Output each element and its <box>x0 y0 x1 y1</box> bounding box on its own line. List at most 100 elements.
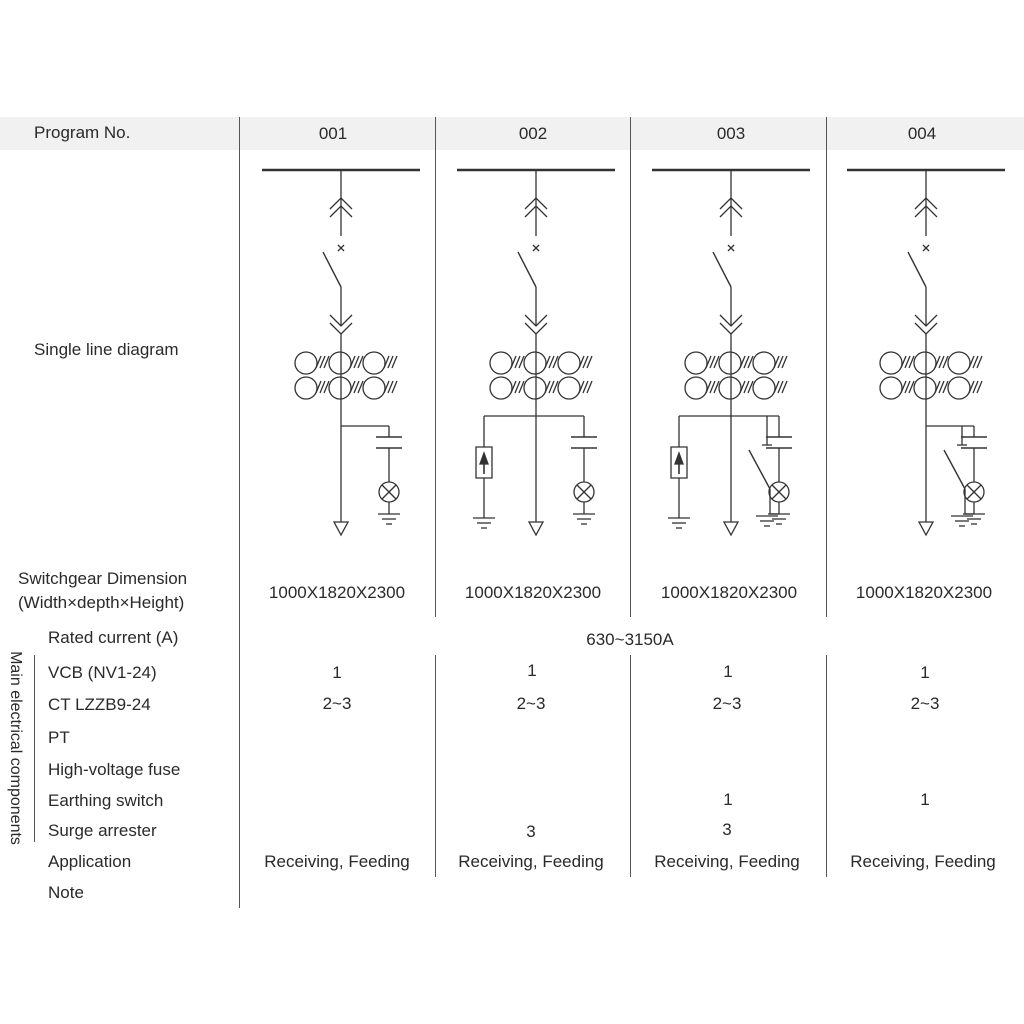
ct-transformer-winding <box>977 381 982 393</box>
application-label: Application <box>48 852 132 871</box>
ct-transformer-winding <box>740 381 745 393</box>
ct-label: CT LZZB9-24 <box>48 695 151 714</box>
ct-transformer-winding <box>587 381 592 393</box>
vcb-value-002: 1 <box>527 661 537 680</box>
ct-transformer-ring <box>558 352 580 374</box>
ct-transformer-ring <box>295 352 317 374</box>
note-label: Note <box>48 883 84 902</box>
ct-transformer-ring <box>753 352 775 374</box>
sld-program-003 <box>652 170 810 535</box>
column-divider <box>826 117 827 617</box>
ct-transformer-winding <box>316 356 321 368</box>
breaker-blade <box>908 252 926 287</box>
application-value-001: Receiving, Feeding <box>264 852 410 871</box>
ct-transformer-winding <box>943 356 948 368</box>
ct-transformer-ring <box>880 352 902 374</box>
breaker-mark-b <box>728 245 734 251</box>
earthing-switch-value-004: 1 <box>920 790 930 809</box>
vcb-label: VCB (NV1-24) <box>48 663 157 682</box>
column-divider <box>239 117 240 908</box>
ct-transformer-winding <box>384 356 389 368</box>
ct-transformer-winding <box>969 356 974 368</box>
ct-transformer-winding <box>583 381 588 393</box>
program-003-header: 003 <box>716 124 746 143</box>
upper-contact-chevron2 <box>525 206 547 217</box>
breaker-blade <box>713 252 731 287</box>
application-value-003: Receiving, Feeding <box>654 852 800 871</box>
dimension-value-001: 1000X1820X2300 <box>268 583 406 602</box>
fuse-label: High-voltage fuse <box>48 760 181 779</box>
ct-transformer-winding <box>706 381 711 393</box>
ct-transformer-winding <box>515 356 520 368</box>
indicator-lamp-x2 <box>772 485 786 499</box>
ct-transformer-winding <box>392 381 397 393</box>
earthing-switch-value-003: 1 <box>723 790 733 809</box>
indicator-lamp-x2 <box>382 485 396 499</box>
ct-transformer-winding <box>324 356 329 368</box>
cable-terminal <box>334 522 348 535</box>
indicator-lamp-x2 <box>577 485 591 499</box>
ct-transformer-winding <box>384 381 389 393</box>
ct-transformer-winding <box>324 381 329 393</box>
surge-arrester-label: Surge arrester <box>48 821 157 840</box>
ct-transformer-ring <box>948 377 970 399</box>
ct-transformer-winding <box>744 381 749 393</box>
ct-transformer-ring <box>363 352 385 374</box>
upper-contact-chevron1 <box>525 198 547 209</box>
ct-transformer-ring <box>880 377 902 399</box>
ct-transformer-winding <box>358 356 363 368</box>
ct-transformer-winding <box>939 381 944 393</box>
ct-transformer-winding <box>354 356 359 368</box>
rated-current-label: Rated current (A) <box>48 628 179 647</box>
breaker-mark-b <box>338 245 344 251</box>
application-value-002: Receiving, Feeding <box>458 852 604 871</box>
ct-transformer-winding <box>354 381 359 393</box>
side-group-divider <box>34 655 35 842</box>
ct-transformer-winding <box>935 356 940 368</box>
ct-transformer-winding <box>909 356 914 368</box>
ct-transformer-winding <box>714 381 719 393</box>
dimension-label-line2: (Width×depth×Height) <box>18 593 185 612</box>
ct-transformer-winding <box>320 381 325 393</box>
ct-transformer-winding <box>515 381 520 393</box>
column-divider <box>435 117 436 617</box>
upper-contact-chevron1 <box>330 198 352 209</box>
ct-transformer-winding <box>545 356 550 368</box>
program-004-header: 004 <box>907 124 937 143</box>
ct-transformer-winding <box>579 381 584 393</box>
ct-transformer-ring <box>719 377 741 399</box>
ct-transformer-ring <box>490 377 512 399</box>
ct-transformer-winding <box>710 381 715 393</box>
ct-transformer-winding <box>740 356 745 368</box>
surge-arrester-value-003: 3 <box>722 820 732 839</box>
dimension-value-004: 1000X1820X2300 <box>855 583 993 602</box>
cable-terminal <box>919 522 933 535</box>
ct-transformer-winding <box>511 356 516 368</box>
ct-transformer-ring <box>363 377 385 399</box>
ct-value-004: 2~3 <box>910 694 940 713</box>
ct-transformer-winding <box>778 356 783 368</box>
cable-terminal <box>724 522 738 535</box>
ct-transformer-winding <box>909 381 914 393</box>
ct-transformer-winding <box>583 356 588 368</box>
ct-transformer-ring <box>685 377 707 399</box>
vcb-value-003: 1 <box>723 662 733 681</box>
ct-transformer-winding <box>905 381 910 393</box>
ct-transformer-winding <box>748 356 753 368</box>
dimension-label-line1: Switchgear Dimension <box>18 569 188 588</box>
ct-transformer-winding <box>320 356 325 368</box>
application-value-004: Receiving, Feeding <box>850 852 996 871</box>
ct-transformer-winding <box>579 356 584 368</box>
rated-current-value: 630~3150A <box>586 630 674 649</box>
ct-transformer-winding <box>714 356 719 368</box>
ct-value-002: 2~3 <box>516 694 546 713</box>
ct-transformer-winding <box>901 381 906 393</box>
ct-transformer-ring <box>914 377 936 399</box>
single-line-diagram-label: Single line diagram <box>34 340 179 359</box>
ct-transformer-ring <box>719 352 741 374</box>
ct-transformer-winding <box>782 356 787 368</box>
ct-transformer-winding <box>511 381 516 393</box>
ct-transformer-winding <box>710 356 715 368</box>
sld-program-004 <box>847 170 1005 535</box>
